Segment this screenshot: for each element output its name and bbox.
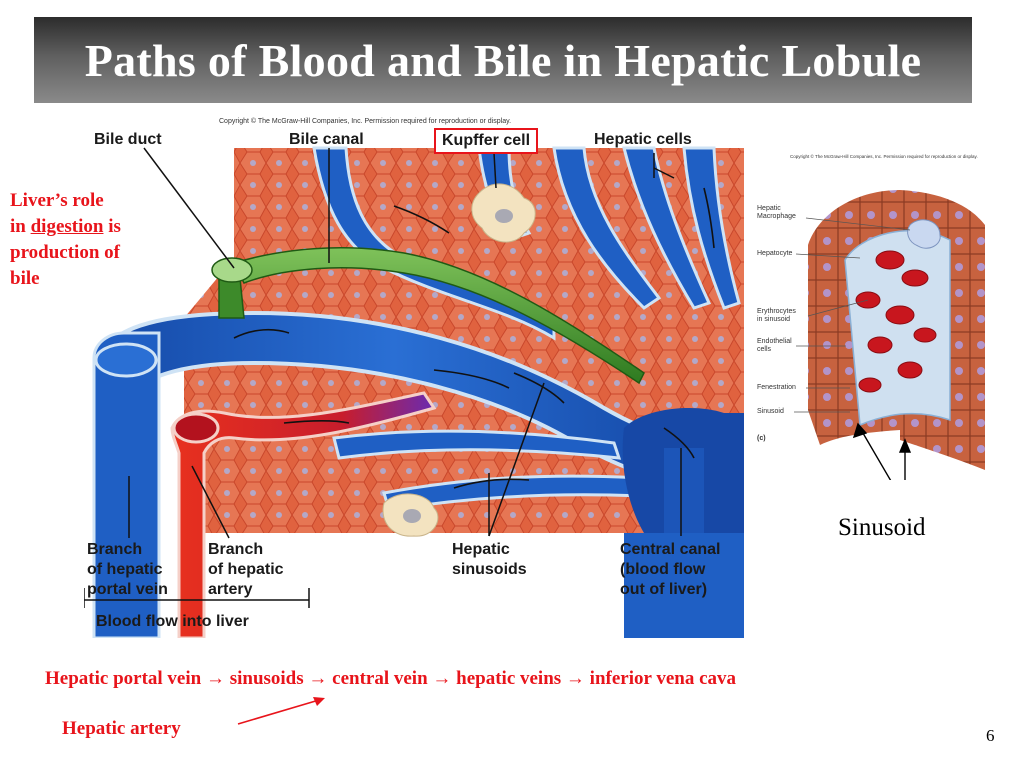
label-endothelial-cells: Endothelial cells — [757, 338, 792, 353]
label-panel-c: (c) — [757, 435, 766, 442]
label-hepatic-cells: Hepatic cells — [594, 131, 692, 148]
label-hepatic-sinusoids: Hepatic sinusoids — [452, 541, 527, 578]
label-fenestration: Fenestration — [757, 384, 796, 391]
label-hepatic-artery-branch: Branch of hepatic artery — [208, 541, 284, 598]
hepatic-artery-arrow — [237, 697, 325, 725]
label-macrophage: Hepatic Macrophage — [757, 205, 796, 220]
blood-flow-path: Hepatic portal vein → sinusoids → centra… — [45, 668, 737, 689]
label-central-canal: Central canal (blood flow out of liver) — [620, 541, 721, 598]
label-sinusoid-small: Sinusoid — [757, 408, 784, 415]
copyright-main: Copyright © The McGraw-Hill Companies, I… — [219, 118, 512, 125]
copyright-side: Copyright © The McGraw-Hill Companies, I… — [790, 154, 978, 159]
page-number: 6 — [986, 726, 995, 745]
slide-title: Paths of Blood and Bile in Hepatic Lobul… — [84, 34, 922, 86]
hepatic-lobule-diagram: Copyright © The McGraw-Hill Companies, I… — [84, 108, 744, 638]
sinusoid-label: Sinusoid — [838, 514, 926, 541]
leader-lines — [84, 147, 682, 608]
sinusoid-illustration — [794, 190, 985, 480]
liver-role-note: Liver’s role in digestion is production … — [10, 190, 121, 289]
label-hepatocyte: Hepatocyte — [757, 250, 793, 257]
label-bile-duct: Bile duct — [94, 131, 162, 148]
hepatic-artery-note: Hepatic artery — [62, 718, 181, 739]
label-portal-vein: Branch of hepatic portal vein — [87, 541, 168, 598]
label-bile-canal: Bile canal — [289, 131, 364, 148]
lobule-illustration — [92, 146, 744, 638]
digestion-keyword: digestion — [30, 216, 104, 237]
label-blood-flow: Blood flow into liver — [96, 613, 249, 630]
title-bar: Paths of Blood and Bile in Hepatic Lobul… — [34, 17, 972, 103]
label-kupffer-cell: Kupffer cell — [434, 128, 539, 154]
label-erythrocytes: Erythrocytes in sinusoid — [757, 308, 796, 323]
sinusoid-cross-section: Copyright © The McGraw-Hill Companies, I… — [750, 150, 990, 480]
